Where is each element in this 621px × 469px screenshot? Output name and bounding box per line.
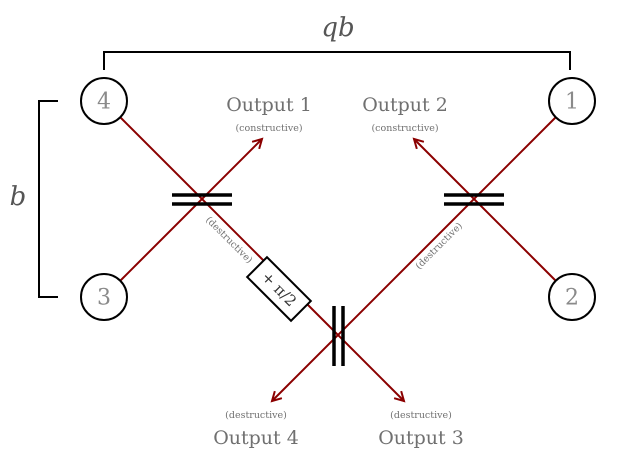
right-destructive-note: (destructive) bbox=[414, 221, 465, 272]
output-2-note: (constructive) bbox=[371, 123, 438, 134]
node-4-label: 4 bbox=[97, 90, 111, 115]
output-1: Output 1 (constructive) bbox=[226, 94, 312, 134]
node-1: 1 bbox=[548, 77, 596, 125]
output-3-title: Output 3 bbox=[378, 427, 464, 449]
output-3-note: (destructive) bbox=[390, 410, 452, 421]
b-dimension: b bbox=[10, 100, 58, 298]
output-4-title: Output 4 bbox=[213, 427, 299, 449]
output-4: (destructive) Output 4 bbox=[213, 410, 299, 449]
qb-dimension: qb bbox=[103, 13, 571, 70]
output-2: Output 2 (constructive) bbox=[362, 94, 448, 134]
output-3: (destructive) Output 3 bbox=[378, 410, 464, 449]
output-1-title: Output 1 bbox=[226, 94, 312, 116]
phase-shifter: + π/2 bbox=[245, 255, 313, 323]
node-3-label: 3 bbox=[97, 286, 111, 311]
output-2-title: Output 2 bbox=[362, 94, 448, 116]
left-destructive-note: (destructive) bbox=[203, 215, 254, 266]
node-2-label: 2 bbox=[565, 286, 579, 311]
beam-phase-shifter-to-output-3 bbox=[293, 290, 404, 401]
node-1-label: 1 bbox=[565, 90, 579, 115]
center-beam-splitter bbox=[332, 306, 345, 366]
qb-label: qb bbox=[321, 13, 354, 43]
phase-shifter-box bbox=[245, 255, 313, 323]
left-beam-splitter bbox=[172, 193, 232, 206]
b-bracket bbox=[38, 100, 58, 298]
b-label: b bbox=[10, 182, 27, 212]
right-beam-splitter bbox=[444, 193, 504, 206]
node-4: 4 bbox=[80, 77, 128, 125]
qb-bracket bbox=[103, 51, 571, 70]
beam-1-to-output-4 bbox=[272, 116, 557, 401]
beam-4-to-phase-shifter bbox=[119, 116, 265, 262]
beams bbox=[119, 116, 557, 401]
node-2: 2 bbox=[548, 273, 596, 321]
node-3: 3 bbox=[80, 273, 128, 321]
output-4-note: (destructive) bbox=[225, 410, 287, 421]
beam-2-to-output-2 bbox=[414, 139, 557, 282]
output-1-note: (constructive) bbox=[235, 123, 302, 134]
beam-3-to-output-1 bbox=[119, 139, 262, 282]
